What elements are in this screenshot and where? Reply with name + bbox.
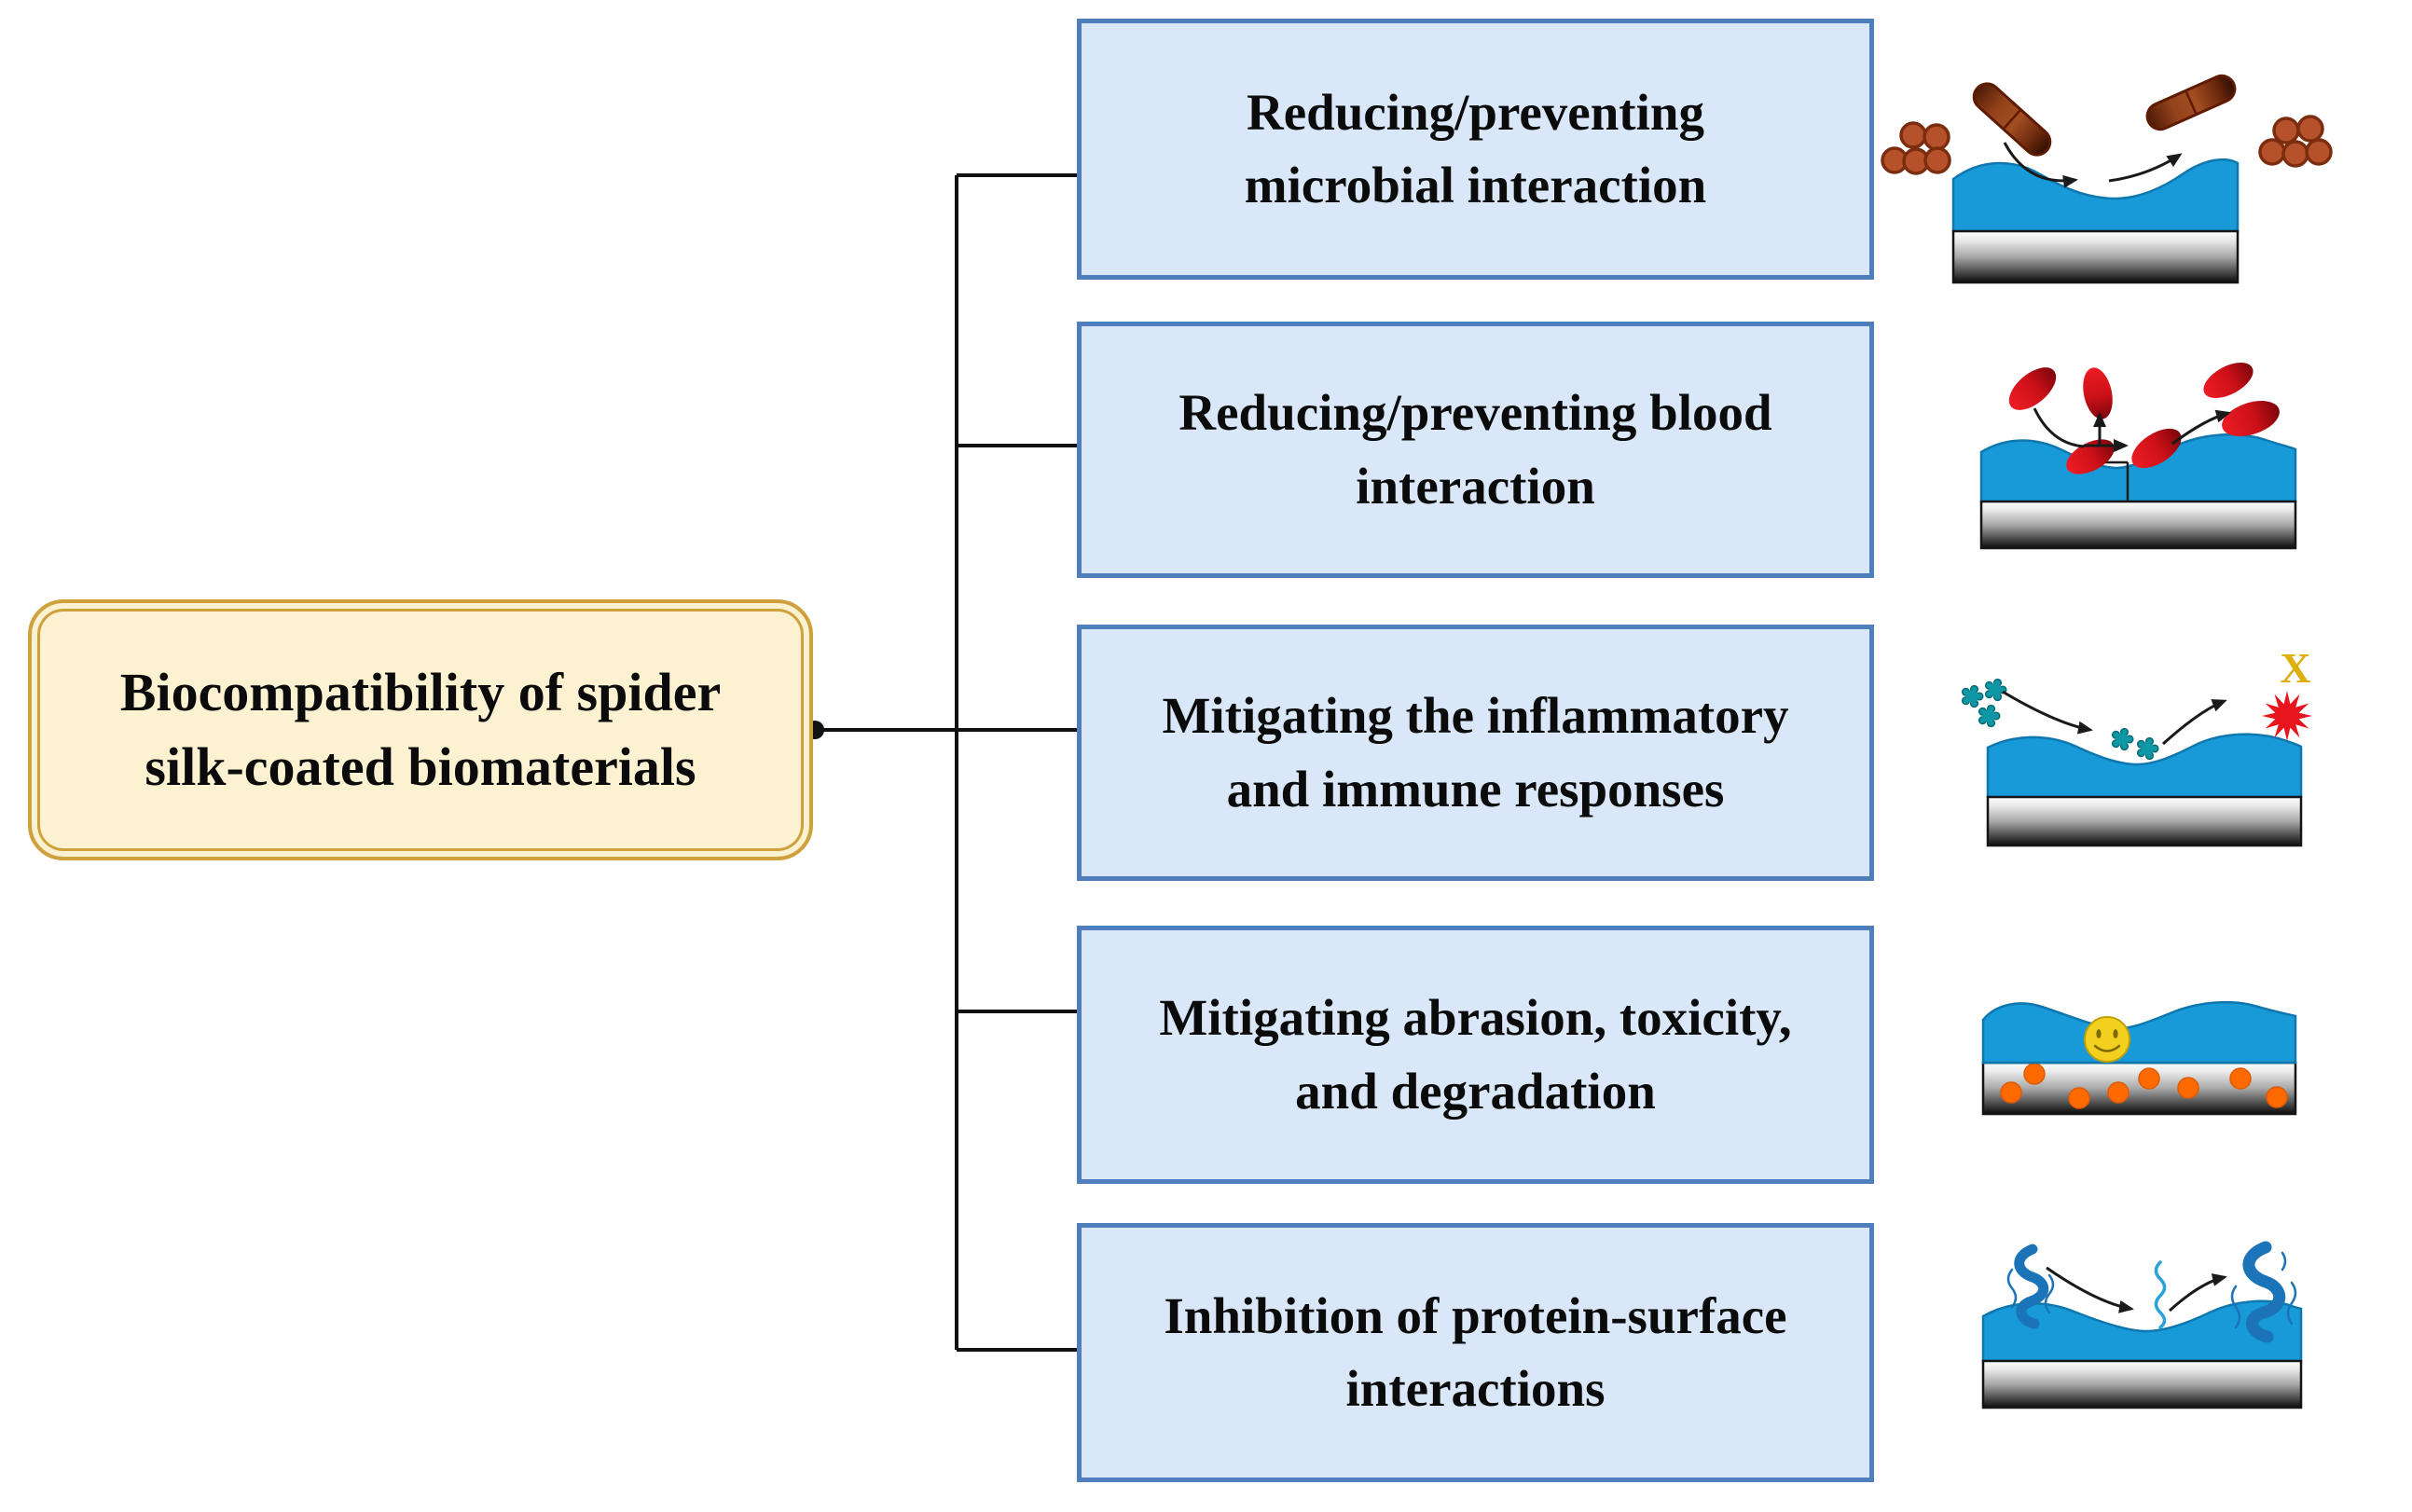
substrate xyxy=(1981,1359,2303,1409)
cocci-cluster-left-icon xyxy=(1881,121,1951,175)
protein-helix-icon xyxy=(2006,1244,2055,1329)
free-protein-strand-icon xyxy=(2154,1260,2167,1329)
substrate xyxy=(1979,500,2297,550)
branch-box-microbial: Reducing/preventing microbial interactio… xyxy=(1077,19,1874,280)
branch-label: Reducing/preventing microbial interactio… xyxy=(1244,83,1707,213)
root-node-box: Biocompatibility of spider silk-coated b… xyxy=(28,599,813,860)
microbial-illustration xyxy=(1881,74,2333,284)
coating-surface xyxy=(1981,1299,2303,1363)
coating-surface xyxy=(1986,733,2303,799)
bacteria-rod-icon xyxy=(2145,74,2237,131)
branch-box-protein: Inhibition of protein-surface interactio… xyxy=(1077,1223,1874,1482)
coating-surface xyxy=(1981,1000,2297,1065)
coating-surface xyxy=(1951,158,2240,233)
deflection-arrows xyxy=(2033,407,2231,452)
smiley-face-icon xyxy=(2084,1016,2130,1063)
root-node-label: Biocompatibility of spider silk-coated b… xyxy=(119,661,722,797)
blocked-x-icon: X xyxy=(2280,644,2310,692)
bacteria-rod-icon xyxy=(1972,82,2052,157)
branch-label: Mitigating abrasion, toxicity, and degra… xyxy=(1159,989,1792,1120)
deflection-arrows xyxy=(2003,142,2183,188)
protein-illustration xyxy=(1981,1241,2303,1409)
degradation-particle-icon xyxy=(2000,1063,2288,1109)
deflection-arrows xyxy=(2002,690,2227,746)
protein-helix-icon xyxy=(2230,1241,2297,1343)
cocci-cluster-right-icon xyxy=(2258,115,2333,168)
substrate xyxy=(1951,229,2240,284)
red-blood-cell-icon xyxy=(2008,363,2280,474)
branch-box-blood: Reducing/preventing blood interaction xyxy=(1077,322,1874,578)
inflammation-burst-icon xyxy=(2262,691,2312,741)
branch-box-abrasion: Mitigating abrasion, toxicity, and degra… xyxy=(1077,926,1874,1184)
branch-label: Inhibition of protein-surface interactio… xyxy=(1164,1286,1787,1417)
substrate xyxy=(1986,795,2303,847)
branch-label: Reducing/preventing blood interaction xyxy=(1178,384,1772,515)
blood-illustration xyxy=(1979,363,2297,550)
branch-box-inflammatory: Mitigating the inflammatory and immune r… xyxy=(1077,625,1874,881)
inflammatory-illustration: X xyxy=(1961,644,2312,847)
branch-label: Mitigating the inflammatory and immune r… xyxy=(1162,687,1789,818)
deflection-arrows xyxy=(2046,1266,2227,1313)
abrasion-illustration xyxy=(1981,1000,2297,1116)
